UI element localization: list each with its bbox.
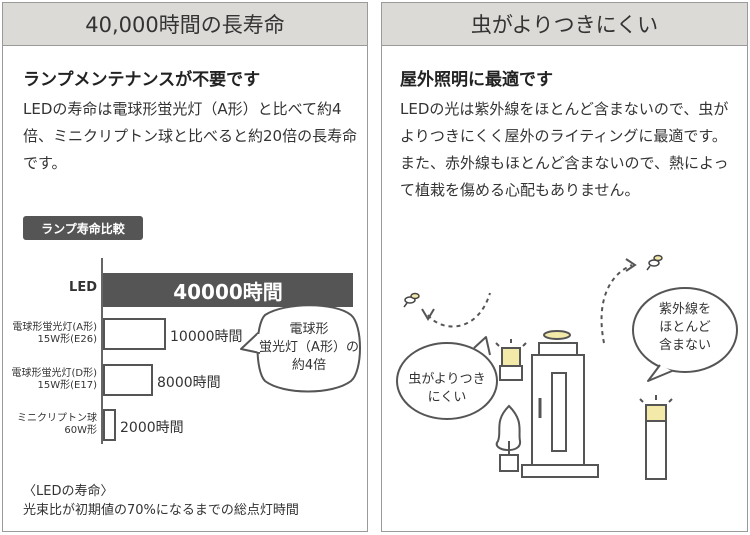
arrowhead-left: [421, 308, 435, 321]
bollard-light-icon: [639, 395, 673, 480]
left-bubble-text: 虫がよりつき にくい: [400, 371, 494, 407]
chart-category-line: 15W形(E26): [37, 334, 97, 345]
insect-illustration: [396, 254, 738, 480]
chart-axis: [101, 258, 103, 444]
chart-category-line: 電球形蛍光灯(A形): [12, 322, 97, 333]
chart-bubble-text: 電球形 蛍光灯（A形）の 約4倍: [257, 321, 361, 375]
chart-bubble-shape: [240, 304, 361, 393]
bubble-line-2: 蛍光灯（A形）の: [259, 340, 359, 355]
left-speech-bubble: [396, 336, 498, 420]
chart-bar: [103, 409, 116, 441]
chart-category-line: LED: [69, 280, 97, 295]
insect-panel: 虫がよりつきにくい 屋外照明に最適です LEDの光は紫外線をほとんど含まないので…: [381, 2, 748, 532]
insect-flight-arrows: [427, 264, 633, 344]
chart-category-label: LED: [11, 280, 97, 295]
lamp-life-panel: 40,000時間の長寿命 ランプメンテナンスが不要です LEDの寿命は電球形蛍光…: [2, 2, 368, 532]
wall-lamp-icon: [495, 339, 527, 381]
bubble-line-1: 電球形: [289, 322, 329, 337]
lamp-life-note: 〈LEDの寿命〉 光束比が初期値の70%になるまでの総点灯時間: [23, 482, 299, 520]
chart-bar: [103, 318, 166, 350]
chart-tag: ランプ寿命比較: [23, 216, 143, 240]
lamp-life-subtitle: ランプメンテナンスが不要です: [23, 70, 261, 90]
lamp-life-body: LEDの寿命は電球形蛍光灯（A形）と比べて約4倍、ミニクリプトン球と比べると約2…: [23, 100, 358, 172]
chart-value-label: 10000時間: [170, 329, 243, 345]
note-line-1: 〈LEDの寿命〉: [23, 484, 114, 499]
chart-category-label: 電球形蛍光灯(A形)15W形(E26): [11, 322, 97, 346]
bubble-line-3: 約4倍: [291, 358, 327, 373]
chart-value-label: 2000時間: [120, 420, 184, 436]
insect-icon-right: [646, 254, 663, 271]
chart-bar-led: 40000時間: [103, 273, 353, 307]
chart-category-line: 60W形: [64, 425, 97, 436]
lamp-life-header: 40,000時間の長寿命: [3, 3, 367, 46]
chart-category-label: 電球形蛍光灯(D形)15W形(E17): [11, 368, 97, 392]
insect-header: 虫がよりつきにくい: [382, 3, 747, 46]
chart-category-line: ミニクリプトン球: [17, 413, 97, 424]
insect-body: LEDの光は紫外線をほとんど含まないので、虫がよりつきにくく屋外のライティングに…: [400, 100, 729, 199]
right-bubble-line-2: ほとんど: [659, 320, 711, 335]
chart-bar: [103, 364, 153, 396]
right-speech-bubble: [632, 287, 738, 382]
right-bubble-line-3: 含まない: [658, 338, 711, 353]
left-bubble-line-1: 虫がよりつき: [408, 372, 486, 387]
chart-category-line: 電球形蛍光灯(D形): [11, 368, 97, 379]
left-bubble-line-2: にくい: [427, 390, 467, 405]
insect-subtitle: 屋外照明に最適です: [400, 70, 553, 90]
right-bubble-line-1: 紫外線を: [658, 302, 711, 317]
insect-icon-left: [403, 292, 420, 308]
door-icon: [521, 330, 599, 478]
arrowhead-right: [625, 258, 637, 272]
note-line-2: 光束比が初期値の70%になるまでの総点灯時間: [23, 503, 299, 518]
chart-category-line: 15W形(E17): [37, 380, 97, 391]
plant-icon: [495, 404, 521, 472]
right-bubble-text: 紫外線を ほとんど 含まない: [637, 301, 733, 355]
chart-value-label: 8000時間: [157, 375, 221, 391]
